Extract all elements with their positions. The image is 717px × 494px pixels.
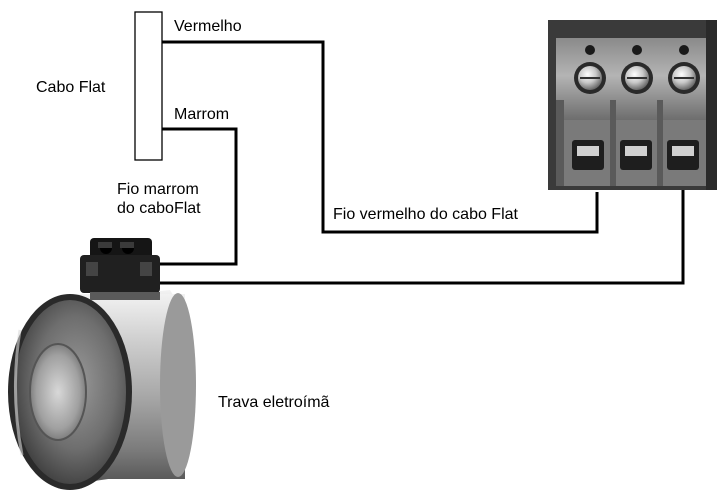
screw-icon: [574, 62, 606, 94]
screw-icon: [668, 62, 700, 94]
screw-icon: [621, 62, 653, 94]
wires: [150, 40, 685, 285]
flat-cable-connector: [134, 11, 163, 161]
terminal-block: [548, 20, 717, 190]
lock-connector: [80, 238, 160, 300]
red-wire-caption: Fio vermelho do cabo Flat: [333, 206, 518, 223]
brown-wire-caption: Fio marrom do caboFlat: [117, 180, 247, 218]
lock-wire: [156, 188, 685, 285]
lock-caption: Trava eletroímã: [218, 394, 330, 411]
red-wire-label: Vermelho: [174, 18, 242, 35]
flat-cable-label: Cabo Flat: [36, 79, 106, 96]
red-wire: [162, 40, 599, 234]
electromagnetic-lock: [8, 290, 196, 490]
brown-wire-label: Marrom: [174, 106, 230, 123]
brown-wire-caption-line1: Fio marrom: [117, 181, 199, 198]
brown-wire-caption-line2: do caboFlat: [117, 200, 201, 217]
